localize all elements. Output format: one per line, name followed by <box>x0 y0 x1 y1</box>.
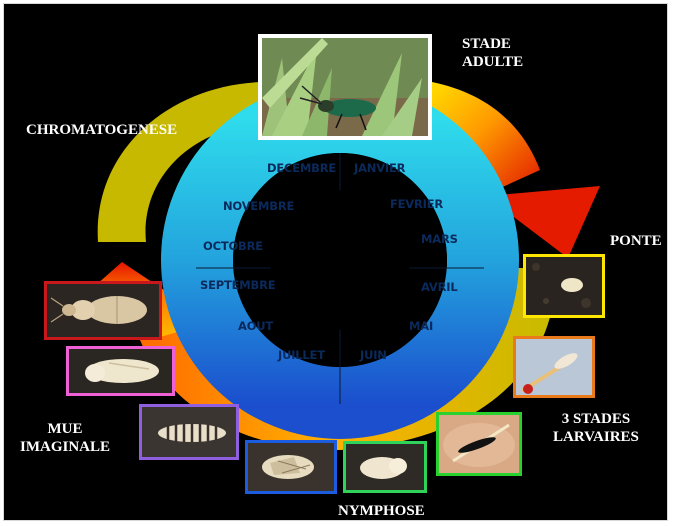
black-larva-on-hand-photo <box>436 412 522 476</box>
pale-pupa-photo <box>66 346 175 396</box>
white-prepupa-photo <box>343 441 427 493</box>
month-janvier: JANVIER <box>353 161 406 175</box>
label-nymphose: NYMPHOSE <box>338 502 425 520</box>
larva-beside-match-photo <box>513 336 595 398</box>
label-mue-imaginale: MUE IMAGINALE <box>20 420 110 456</box>
month-mai: MAI <box>409 319 433 333</box>
month-juin: JUIN <box>359 348 387 362</box>
label-ponte: PONTE <box>610 232 662 250</box>
pupa-on-soil-photo <box>245 440 337 494</box>
month-novembre: NOVEMBRE <box>223 199 295 213</box>
label-chromatogenese: CHROMATOGENESE <box>26 121 177 139</box>
label-stade-adulte: STADE ADULTE <box>462 35 523 71</box>
teneral-beetle-photo <box>44 281 162 340</box>
month-avril: AVRIL <box>421 280 458 294</box>
month-mars: MARS <box>421 232 458 246</box>
month-septembre: SEPTEMBRE <box>200 278 276 292</box>
ground-beetle-on-grass-photo <box>258 34 432 140</box>
label-stades-larvaires: 3 STADES LARVAIRES <box>553 410 639 446</box>
month-decembre: DECEMBRE <box>267 161 336 175</box>
striped-larva-photo <box>139 404 239 460</box>
egg-on-soil-photo <box>523 254 605 318</box>
month-fevrier: FEVRIER <box>390 197 443 211</box>
month-aout: AOUT <box>238 319 273 333</box>
month-octobre: OCTOBRE <box>203 239 263 253</box>
month-juillet: JUILLET <box>277 348 325 362</box>
